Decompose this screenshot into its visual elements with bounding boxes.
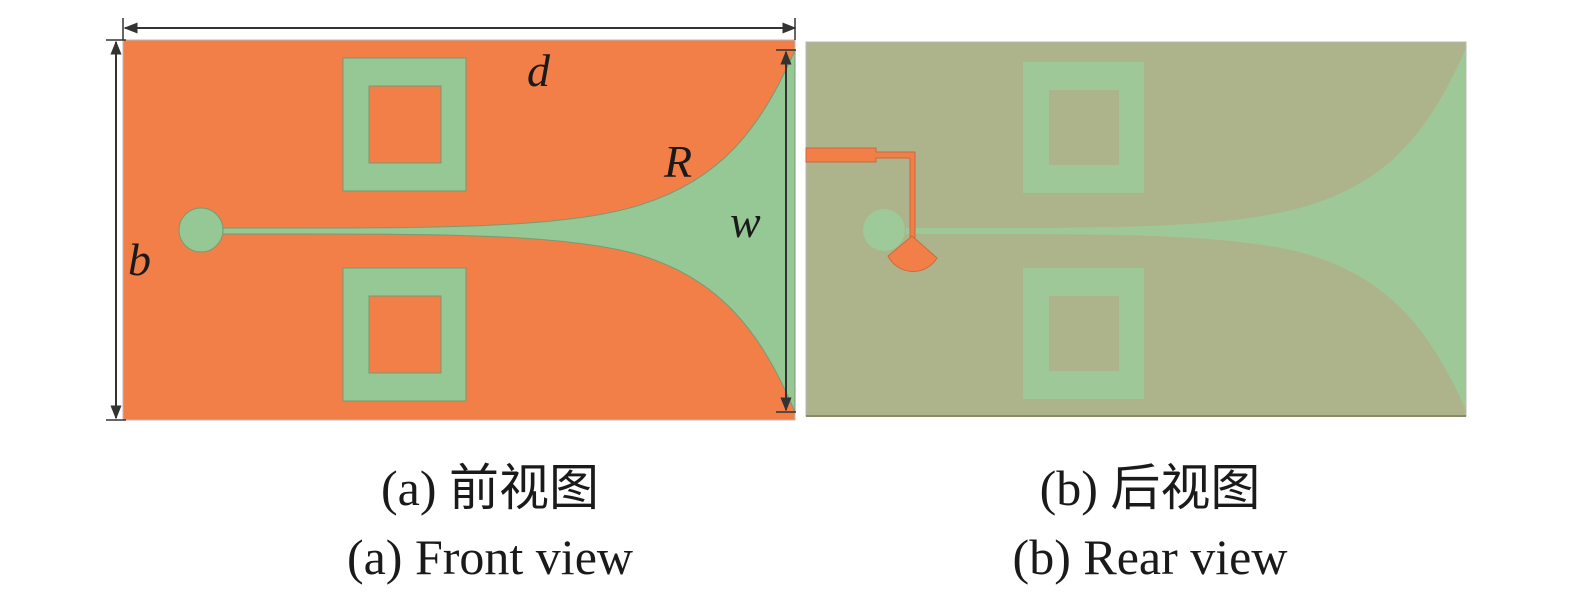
front-view: d R w b — [106, 18, 797, 421]
rear-square-ring-top — [1023, 62, 1144, 193]
label-b: b — [128, 234, 151, 285]
caption-front-en: (a) Front view — [346, 529, 634, 585]
front-slot-cavity — [178, 207, 224, 253]
label-w: w — [730, 196, 761, 247]
label-d: d — [527, 45, 551, 96]
caption-rear-cn: (b) 后视图 — [1039, 460, 1261, 516]
label-R: R — [663, 136, 692, 187]
rear-square-ring-bottom — [1023, 268, 1144, 399]
front-square-ring-top — [342, 57, 467, 192]
rear-slot-cavity — [863, 209, 905, 251]
caption-rear-en: (b) Rear view — [1012, 529, 1288, 585]
rear-tapered-slot — [906, 48, 1466, 410]
rear-view — [805, 41, 1467, 417]
front-square-ring-bottom — [342, 267, 467, 402]
rear-radial-stub — [887, 235, 938, 272]
caption-front-cn: (a) 前视图 — [381, 460, 599, 516]
